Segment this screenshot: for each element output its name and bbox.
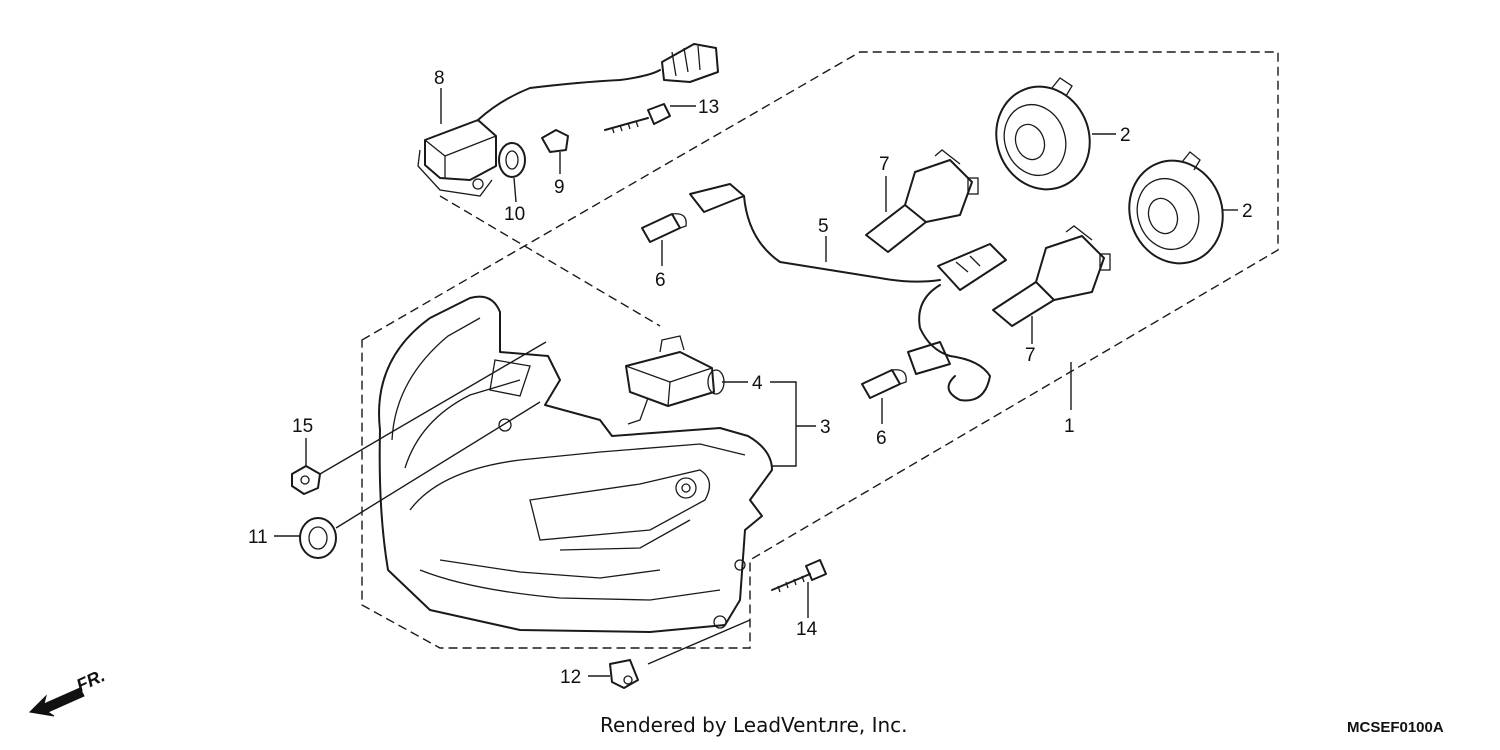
callout-15: 15 bbox=[292, 416, 313, 437]
callout-14: 14 bbox=[796, 619, 818, 640]
part-5-harness bbox=[689, 183, 1007, 402]
direction-arrow-icon bbox=[28, 687, 85, 717]
part-6-bulb-lower bbox=[861, 369, 907, 399]
callout-1: 1 bbox=[1064, 416, 1075, 437]
callout-2b: 2 bbox=[1242, 201, 1253, 222]
callout-3: 3 bbox=[820, 417, 831, 438]
part-9-collar bbox=[541, 129, 569, 153]
part-6-bulb-upper bbox=[641, 213, 687, 243]
callout-5: 5 bbox=[818, 216, 829, 237]
part-7-bulb-lower bbox=[992, 225, 1111, 327]
part-10-grommet bbox=[498, 142, 526, 178]
callout-11: 11 bbox=[248, 527, 268, 548]
callout-12: 12 bbox=[560, 667, 581, 688]
callout-6a: 6 bbox=[655, 270, 666, 291]
part-13-screw bbox=[604, 103, 671, 134]
callout-6b: 6 bbox=[876, 428, 887, 449]
part-11-grommet bbox=[299, 517, 337, 559]
leader-lines bbox=[274, 88, 1238, 677]
render-credit: Rendered by LeadVentлre, Inc. bbox=[600, 713, 908, 737]
callout-9: 9 bbox=[554, 177, 565, 198]
front-direction-indicator: FR. bbox=[28, 665, 108, 717]
callout-13: 13 bbox=[698, 97, 719, 118]
callout-2a: 2 bbox=[1120, 125, 1131, 146]
part-12-clip bbox=[609, 659, 639, 689]
callout-7b: 7 bbox=[1025, 345, 1036, 366]
part-4-adjuster bbox=[625, 335, 725, 425]
assembly-boundary bbox=[361, 51, 1279, 649]
callout-10: 10 bbox=[504, 204, 525, 225]
headlight-housing bbox=[378, 295, 773, 633]
part-15-nut bbox=[291, 465, 321, 495]
callout-8: 8 bbox=[434, 68, 445, 89]
callout-4: 4 bbox=[752, 373, 763, 394]
part-14-screw bbox=[771, 559, 827, 593]
callout-numbers: 1 2 2 3 4 5 6 6 7 7 8 9 10 11 12 13 14 1… bbox=[248, 68, 1253, 688]
part-2-bulb-cover-lower bbox=[1128, 151, 1224, 265]
callout-7a: 7 bbox=[879, 154, 890, 175]
diagram-code: MCSEF0100A bbox=[1347, 719, 1444, 736]
part-8-unit bbox=[417, 43, 719, 197]
part-7-bulb-upper bbox=[865, 149, 979, 253]
part-2-bulb-cover-upper bbox=[995, 77, 1091, 191]
